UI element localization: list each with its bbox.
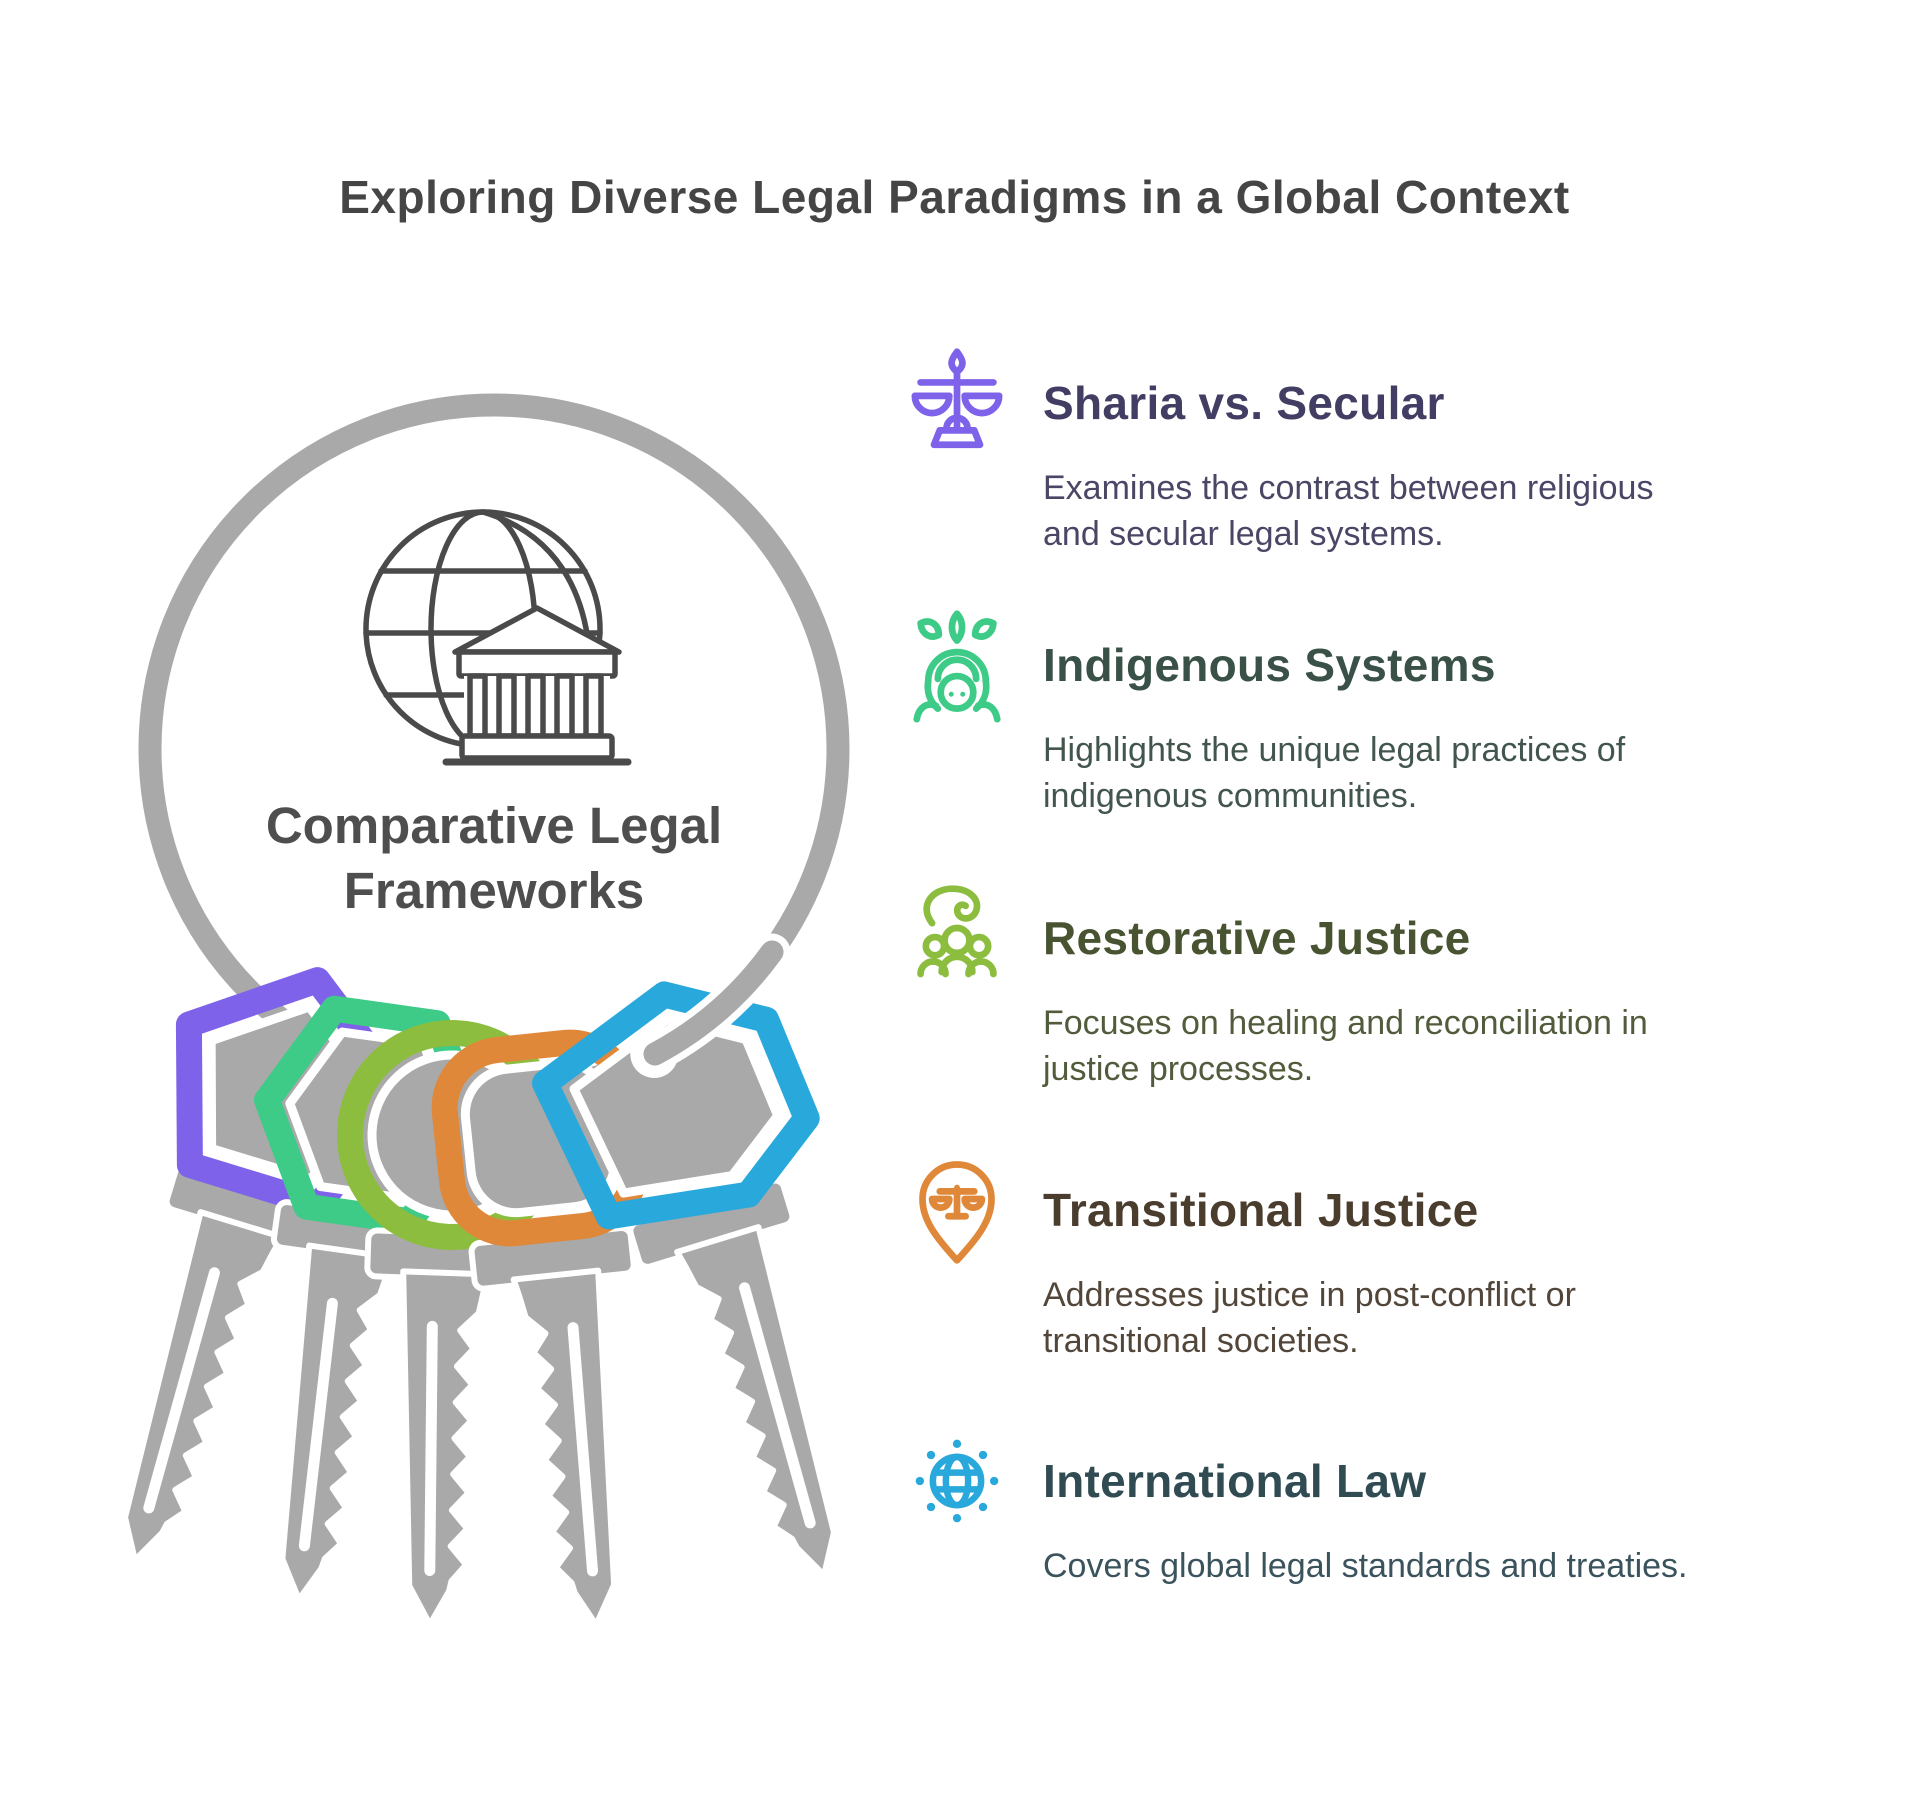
section-description: Addresses justice in post-conflict or tr… (1043, 1276, 1576, 1360)
section-title: Restorative Justice (1043, 912, 1471, 964)
center-label-line2: Frameworks (343, 862, 645, 919)
section-description: Focuses on healing and reconciliation in… (1043, 1004, 1648, 1088)
page-title: Exploring Diverse Legal Paradigms in a G… (339, 171, 1570, 223)
section-title: Indigenous Systems (1043, 639, 1496, 691)
section-title: Sharia vs. Secular (1043, 377, 1445, 429)
healing-hand-group-icon (905, 881, 1009, 996)
indigenous-person-icon (905, 608, 1009, 723)
section-title: Transitional Justice (1043, 1184, 1479, 1236)
section-international-law: International Law Covers global legal st… (905, 1423, 1805, 1589)
section-description: Examines the contrast between religious … (1043, 469, 1654, 553)
section-description: Covers global legal standards and treati… (1043, 1547, 1688, 1585)
courthouse-icon (442, 605, 632, 766)
key-blue (532, 981, 936, 1611)
balance-scale-icon (905, 346, 1009, 461)
section-title: International Law (1043, 1455, 1427, 1507)
scales-pin-icon (905, 1153, 1009, 1268)
section-transitional-justice: Transitional Justice Addresses justice i… (905, 1152, 1805, 1364)
globe-network-icon (905, 1428, 1009, 1534)
globe-courthouse-icon (363, 509, 632, 766)
center-label: Comparative Legal Frameworks (184, 793, 804, 923)
center-label-line1: Comparative Legal (265, 797, 723, 854)
section-restorative-justice: Restorative Justice Focuses on healing a… (905, 880, 1805, 1092)
section-sharia-vs-secular: Sharia vs. Secular Examines the contrast… (905, 345, 1805, 557)
section-description: Highlights the unique legal practices of… (1043, 731, 1626, 815)
keyring-arc-through-hole (643, 940, 784, 1066)
section-indigenous-systems: Indigenous Systems Highlights the unique… (905, 607, 1805, 819)
